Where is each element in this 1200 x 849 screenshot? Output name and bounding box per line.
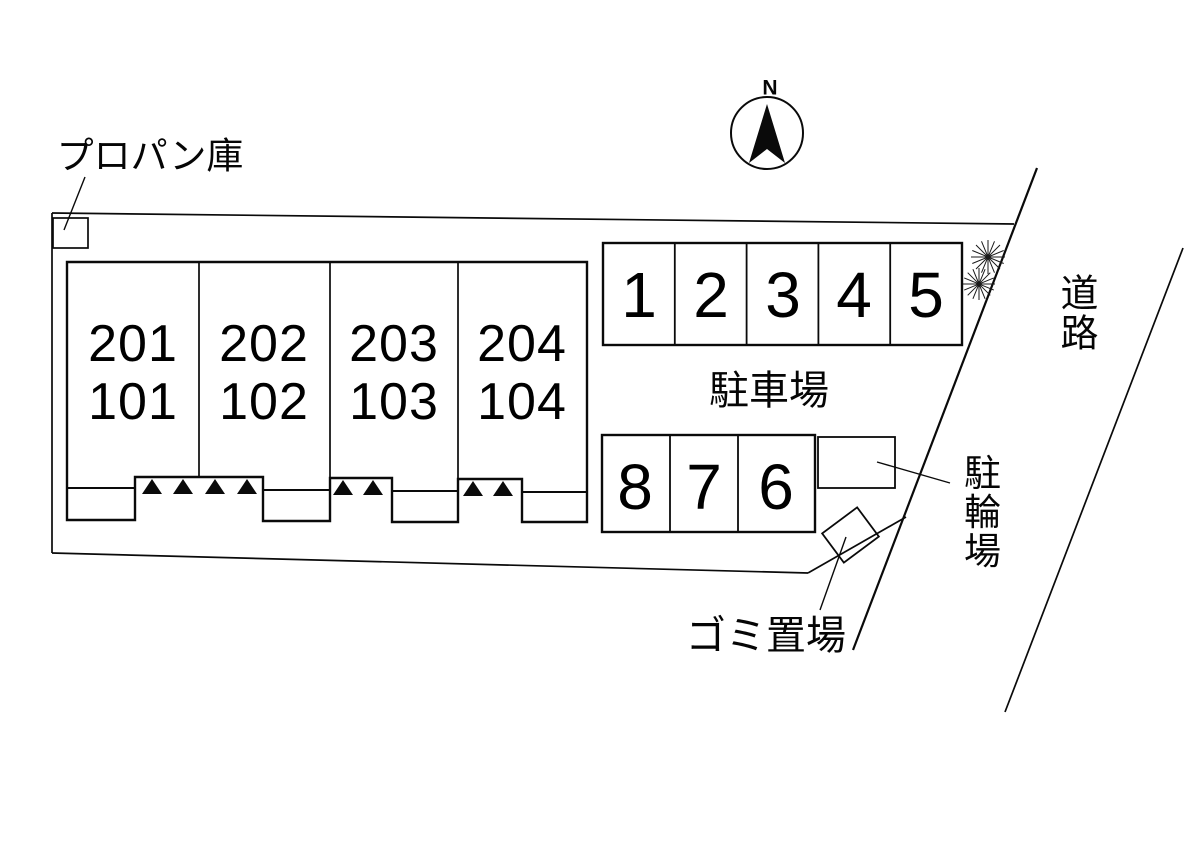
unit-lower-number: 102: [219, 373, 309, 431]
parking-stall-number-2: 2: [693, 259, 729, 331]
parking-stall-number-3: 3: [765, 259, 801, 331]
boundary-bottom-line: [51, 552, 809, 574]
parking-stall-number-8: 8: [617, 451, 653, 523]
compass-needle-icon: [749, 104, 785, 163]
unit-upper-number: 202: [219, 315, 309, 373]
parking-stall-number-5: 5: [908, 259, 944, 331]
parking-row-bottom: [600, 433, 817, 534]
road-near-edge-line: [851, 167, 1039, 651]
parking-stall-dividers-top: [673, 243, 892, 345]
bicycle-parking-box: [817, 436, 896, 489]
unit-lower-number: 103: [349, 373, 439, 431]
unit-upper-number: 204: [477, 315, 567, 373]
boundary-corner-line: [807, 516, 907, 574]
car-parking-label: 駐車場: [709, 369, 829, 413]
compass-icon: [730, 96, 804, 170]
parking-row-top: [601, 241, 964, 347]
propane-storage-label: プロパン庫: [56, 135, 244, 177]
entry-step-lines: [67, 487, 587, 493]
bicycle-parking-label: 駐輪場: [958, 453, 1000, 571]
garbage-area-label: ゴミ置場: [686, 614, 846, 658]
garbage-leader-line: [819, 536, 847, 611]
garbage-area-marker: [820, 506, 881, 564]
property-boundary-lines: [51, 212, 1015, 574]
parking-stall-number-6: 6: [758, 451, 794, 523]
unit-label-203-103: 203 103: [349, 315, 439, 431]
road-label: 道路: [1054, 273, 1096, 353]
unit-lower-number: 104: [477, 373, 567, 431]
compass-circle: [730, 96, 804, 170]
entrance-arrow-icons: [142, 479, 513, 496]
parking-stall-number-7: 7: [686, 451, 722, 523]
road-edge-lines: [851, 167, 1184, 713]
unit-lower-number: 101: [88, 373, 178, 431]
unit-upper-number: 201: [88, 315, 178, 373]
unit-divider-lines: [198, 262, 459, 479]
unit-label-201-101: 201 101: [88, 315, 178, 431]
parking-row-top-outline: [601, 241, 964, 347]
unit-label-202-102: 202 102: [219, 315, 309, 431]
unit-label-204-104: 204 104: [477, 315, 567, 431]
unit-upper-number: 203: [349, 315, 439, 373]
propane-leader-line: [63, 176, 86, 231]
building: [65, 260, 589, 524]
building-outline: [65, 260, 589, 524]
bush-icons: [963, 240, 1005, 300]
leader-lines: [63, 176, 951, 611]
propane-storage-box: [52, 217, 89, 249]
road-far-edge-line: [1004, 247, 1184, 713]
bush-center-dot: [985, 254, 991, 260]
parking-stall-dividers-bottom: [669, 435, 739, 532]
bicycle-leader-line: [876, 461, 951, 484]
bush-center-dot: [976, 281, 982, 287]
parking-stall-number-1: 1: [621, 259, 657, 331]
boundary-top-line: [51, 212, 1015, 225]
parking-stall-number-4: 4: [836, 259, 872, 331]
parking-row-bottom-outline: [600, 433, 817, 534]
compass-north-label: N: [762, 76, 778, 100]
